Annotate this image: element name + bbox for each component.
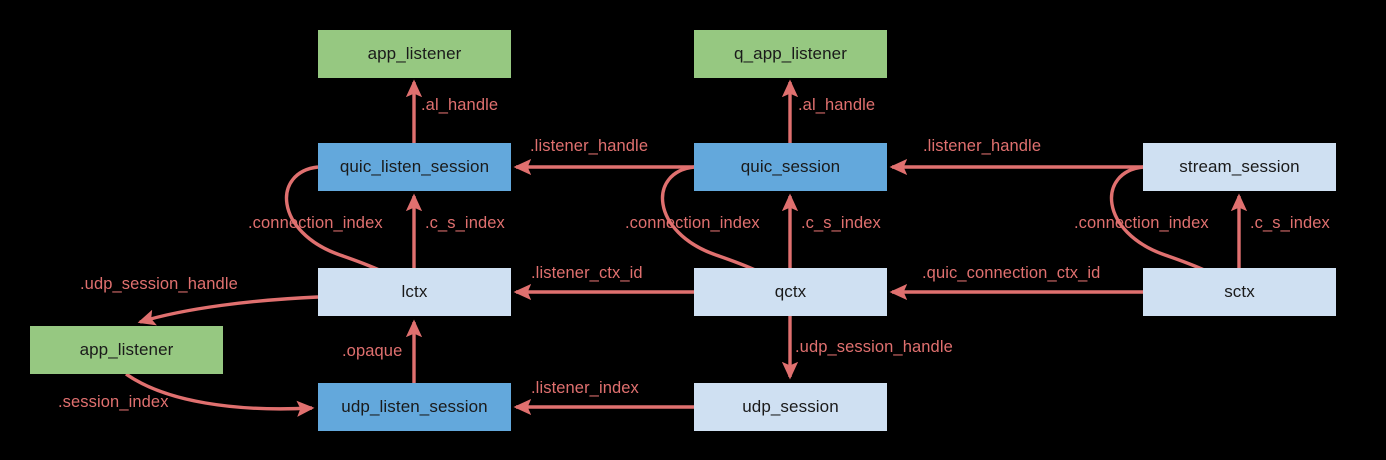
node-label: app_listener (79, 340, 174, 359)
edge-label-c-s-index-1: .c_s_index (425, 214, 505, 232)
node-quic-session[interactable]: quic_session (694, 143, 887, 191)
edge-udp-session-handle-left (137, 295, 319, 326)
node-quic-listen-session[interactable]: quic_listen_session (318, 143, 511, 191)
node-label: stream_session (1179, 157, 1300, 176)
node-q-app-listener[interactable]: q_app_listener (694, 30, 887, 78)
node-app-listener-top[interactable]: app_listener (318, 30, 511, 78)
edge-label-connection-index-3: .connection_index (1074, 214, 1209, 232)
node-label: udp_listen_session (341, 397, 488, 416)
node-label: sctx (1224, 282, 1255, 301)
edge-label-udp-session-handle-right: .udp_session_handle (795, 338, 953, 356)
edge-session-index (125, 372, 315, 417)
node-label: lctx (401, 282, 428, 301)
edge-label-connection-index-2: .connection_index (625, 214, 760, 232)
node-lctx[interactable]: lctx (318, 268, 511, 316)
edge-label-al-handle-right: .al_handle (798, 96, 876, 114)
edge-label-session-index: .session_index (58, 393, 169, 411)
node-udp-listen-session[interactable]: udp_listen_session (318, 383, 511, 431)
node-stream-session[interactable]: stream_session (1143, 143, 1336, 191)
node-sctx[interactable]: sctx (1143, 268, 1336, 316)
edge-label-listener-ctx-id: .listener_ctx_id (531, 264, 643, 282)
node-qctx[interactable]: qctx (694, 268, 887, 316)
node-app-listener-bottom[interactable]: app_listener (30, 326, 223, 374)
edge-label-c-s-index-2: .c_s_index (801, 214, 881, 232)
edge-label-opaque: .opaque (342, 342, 403, 360)
node-label: udp_session (742, 397, 839, 416)
edge-label-al-handle-left: .al_handle (421, 96, 499, 114)
edge-label-connection-index-1: .connection_index (248, 214, 383, 232)
edge-label-c-s-index-3: .c_s_index (1250, 214, 1330, 232)
edge-label-listener-index: .listener_index (531, 379, 639, 397)
node-label: quic_listen_session (339, 157, 490, 176)
node-label: quic_session (740, 157, 841, 176)
node-udp-session[interactable]: udp_session (694, 383, 887, 431)
edge-label-listener-handle-right: .listener_handle (923, 137, 1042, 155)
edge-label-udp-session-handle-left: .udp_session_handle (80, 275, 238, 293)
edge-label-listener-handle-left: .listener_handle (530, 137, 649, 155)
edge-label-quic-connection-ctx-id: .quic_connection_ctx_id (922, 264, 1101, 282)
node-label: app_listener (367, 44, 462, 63)
node-label: q_app_listener (734, 44, 847, 63)
node-label: qctx (774, 282, 807, 301)
